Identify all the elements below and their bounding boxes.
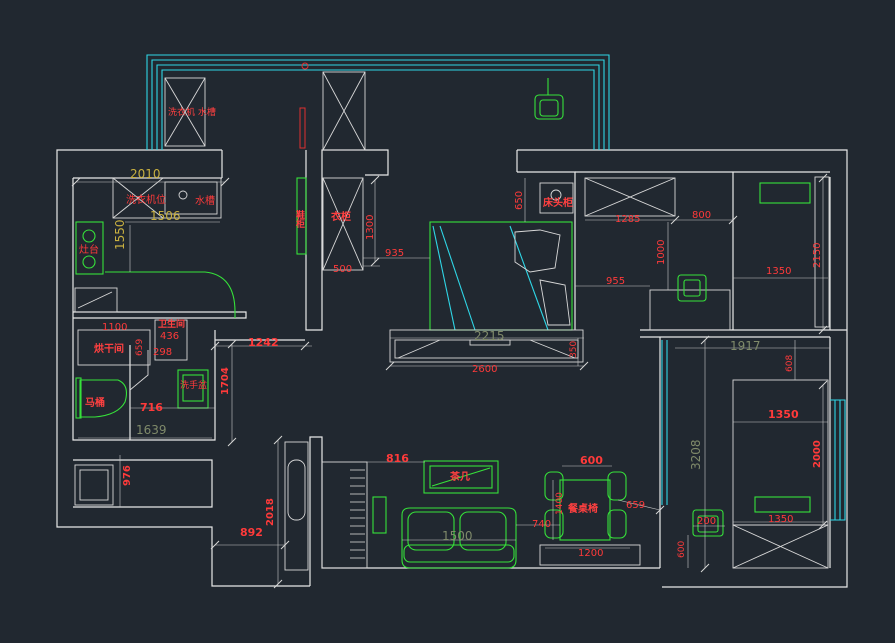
stove-label: 灶台	[79, 243, 99, 256]
dim-976: 976	[122, 465, 133, 486]
dim-1350b: 1350	[768, 408, 799, 421]
dim-716: 716	[140, 401, 163, 414]
dining-label: 餐桌椅	[567, 502, 598, 515]
bathroom-label: 卫生间	[158, 318, 185, 330]
balcony-laundry: 洗衣机 水槽	[164, 77, 216, 147]
bathroom: 烘干间 卫生间 马桶 洗手盆	[74, 318, 209, 506]
dim-1917: 1917	[730, 339, 761, 353]
balcony-rail	[146, 54, 610, 150]
dim-500: 500	[333, 264, 352, 275]
dim-3208: 3208	[689, 439, 703, 470]
outer-walls	[56, 149, 848, 588]
hand-basin-label: 洗手盆	[180, 379, 207, 391]
dim-1285: 1285	[615, 214, 640, 225]
dim-298: 298	[153, 347, 172, 358]
dim-1550: 1550	[113, 219, 127, 250]
dim-955: 955	[606, 276, 625, 287]
laundry-label: 洗衣机 水槽	[168, 106, 216, 118]
bedside-label: 床头柜	[543, 196, 573, 209]
drying-room-label: 烘干间	[94, 342, 124, 355]
dim-892: 892	[240, 526, 263, 539]
dim-2018: 2018	[265, 498, 276, 526]
dim-2215: 2215	[474, 329, 505, 343]
living-room: 茶几 餐桌椅	[284, 441, 641, 571]
center-wardrobe: 衣柜 鞋柜	[294, 177, 364, 271]
dim-659b: 659	[626, 500, 645, 511]
toilet-label: 马桶	[85, 396, 105, 409]
window-right	[661, 340, 846, 521]
master-bed: 床头柜	[389, 182, 584, 363]
second-bedroom	[692, 379, 829, 569]
dim-1350a: 1350	[766, 266, 791, 277]
dim-1350c: 1350	[768, 514, 793, 525]
dim-2600: 2600	[472, 364, 497, 375]
dim-2150: 2150	[812, 243, 823, 268]
dim-1242: 1242	[248, 336, 279, 349]
dim-935: 935	[385, 248, 404, 259]
sink-label: 水槽	[195, 194, 215, 207]
dimension-lines	[76, 178, 830, 584]
dimension-labels: 2010 1506 1550 1100 436 298 659 1242 170…	[102, 167, 823, 559]
washbasin-label: 洗衣机位	[126, 193, 166, 206]
dim-600: 600	[580, 454, 603, 467]
kitchen: 洗衣机位 水槽 灶台	[74, 177, 236, 318]
dim-659a: 659	[135, 339, 145, 356]
dim-1400: 1400	[555, 492, 565, 515]
dim-600b: 600	[677, 541, 687, 558]
dim-800: 800	[692, 210, 711, 221]
dim-350: 350	[569, 341, 579, 358]
wardrobe-label: 衣柜	[331, 210, 351, 223]
dim-1639: 1639	[136, 423, 167, 437]
dim-2010: 2010	[130, 167, 161, 181]
dim-1500: 1500	[442, 529, 473, 543]
dim-1100: 1100	[102, 322, 127, 333]
shoe-label: 鞋柜	[294, 209, 306, 229]
dim-608: 608	[785, 355, 795, 372]
dim-1506: 1506	[150, 209, 181, 223]
dim-1704: 1704	[220, 367, 231, 395]
dim-2000: 2000	[812, 440, 823, 468]
dim-816: 816	[386, 452, 409, 465]
balcony-chair	[534, 78, 564, 120]
dim-1300: 1300	[365, 215, 376, 240]
dim-436: 436	[160, 331, 179, 342]
dim-1200: 1200	[578, 548, 603, 559]
tea-table-label: 茶几	[449, 470, 470, 483]
dim-740: 740	[532, 519, 551, 530]
dim-650: 650	[514, 191, 525, 210]
dim-1000: 1000	[656, 240, 667, 265]
study	[584, 176, 830, 331]
dim-200: 200	[697, 516, 716, 527]
corridor-cabinet	[299, 62, 366, 151]
dim-ticks	[71, 173, 828, 589]
